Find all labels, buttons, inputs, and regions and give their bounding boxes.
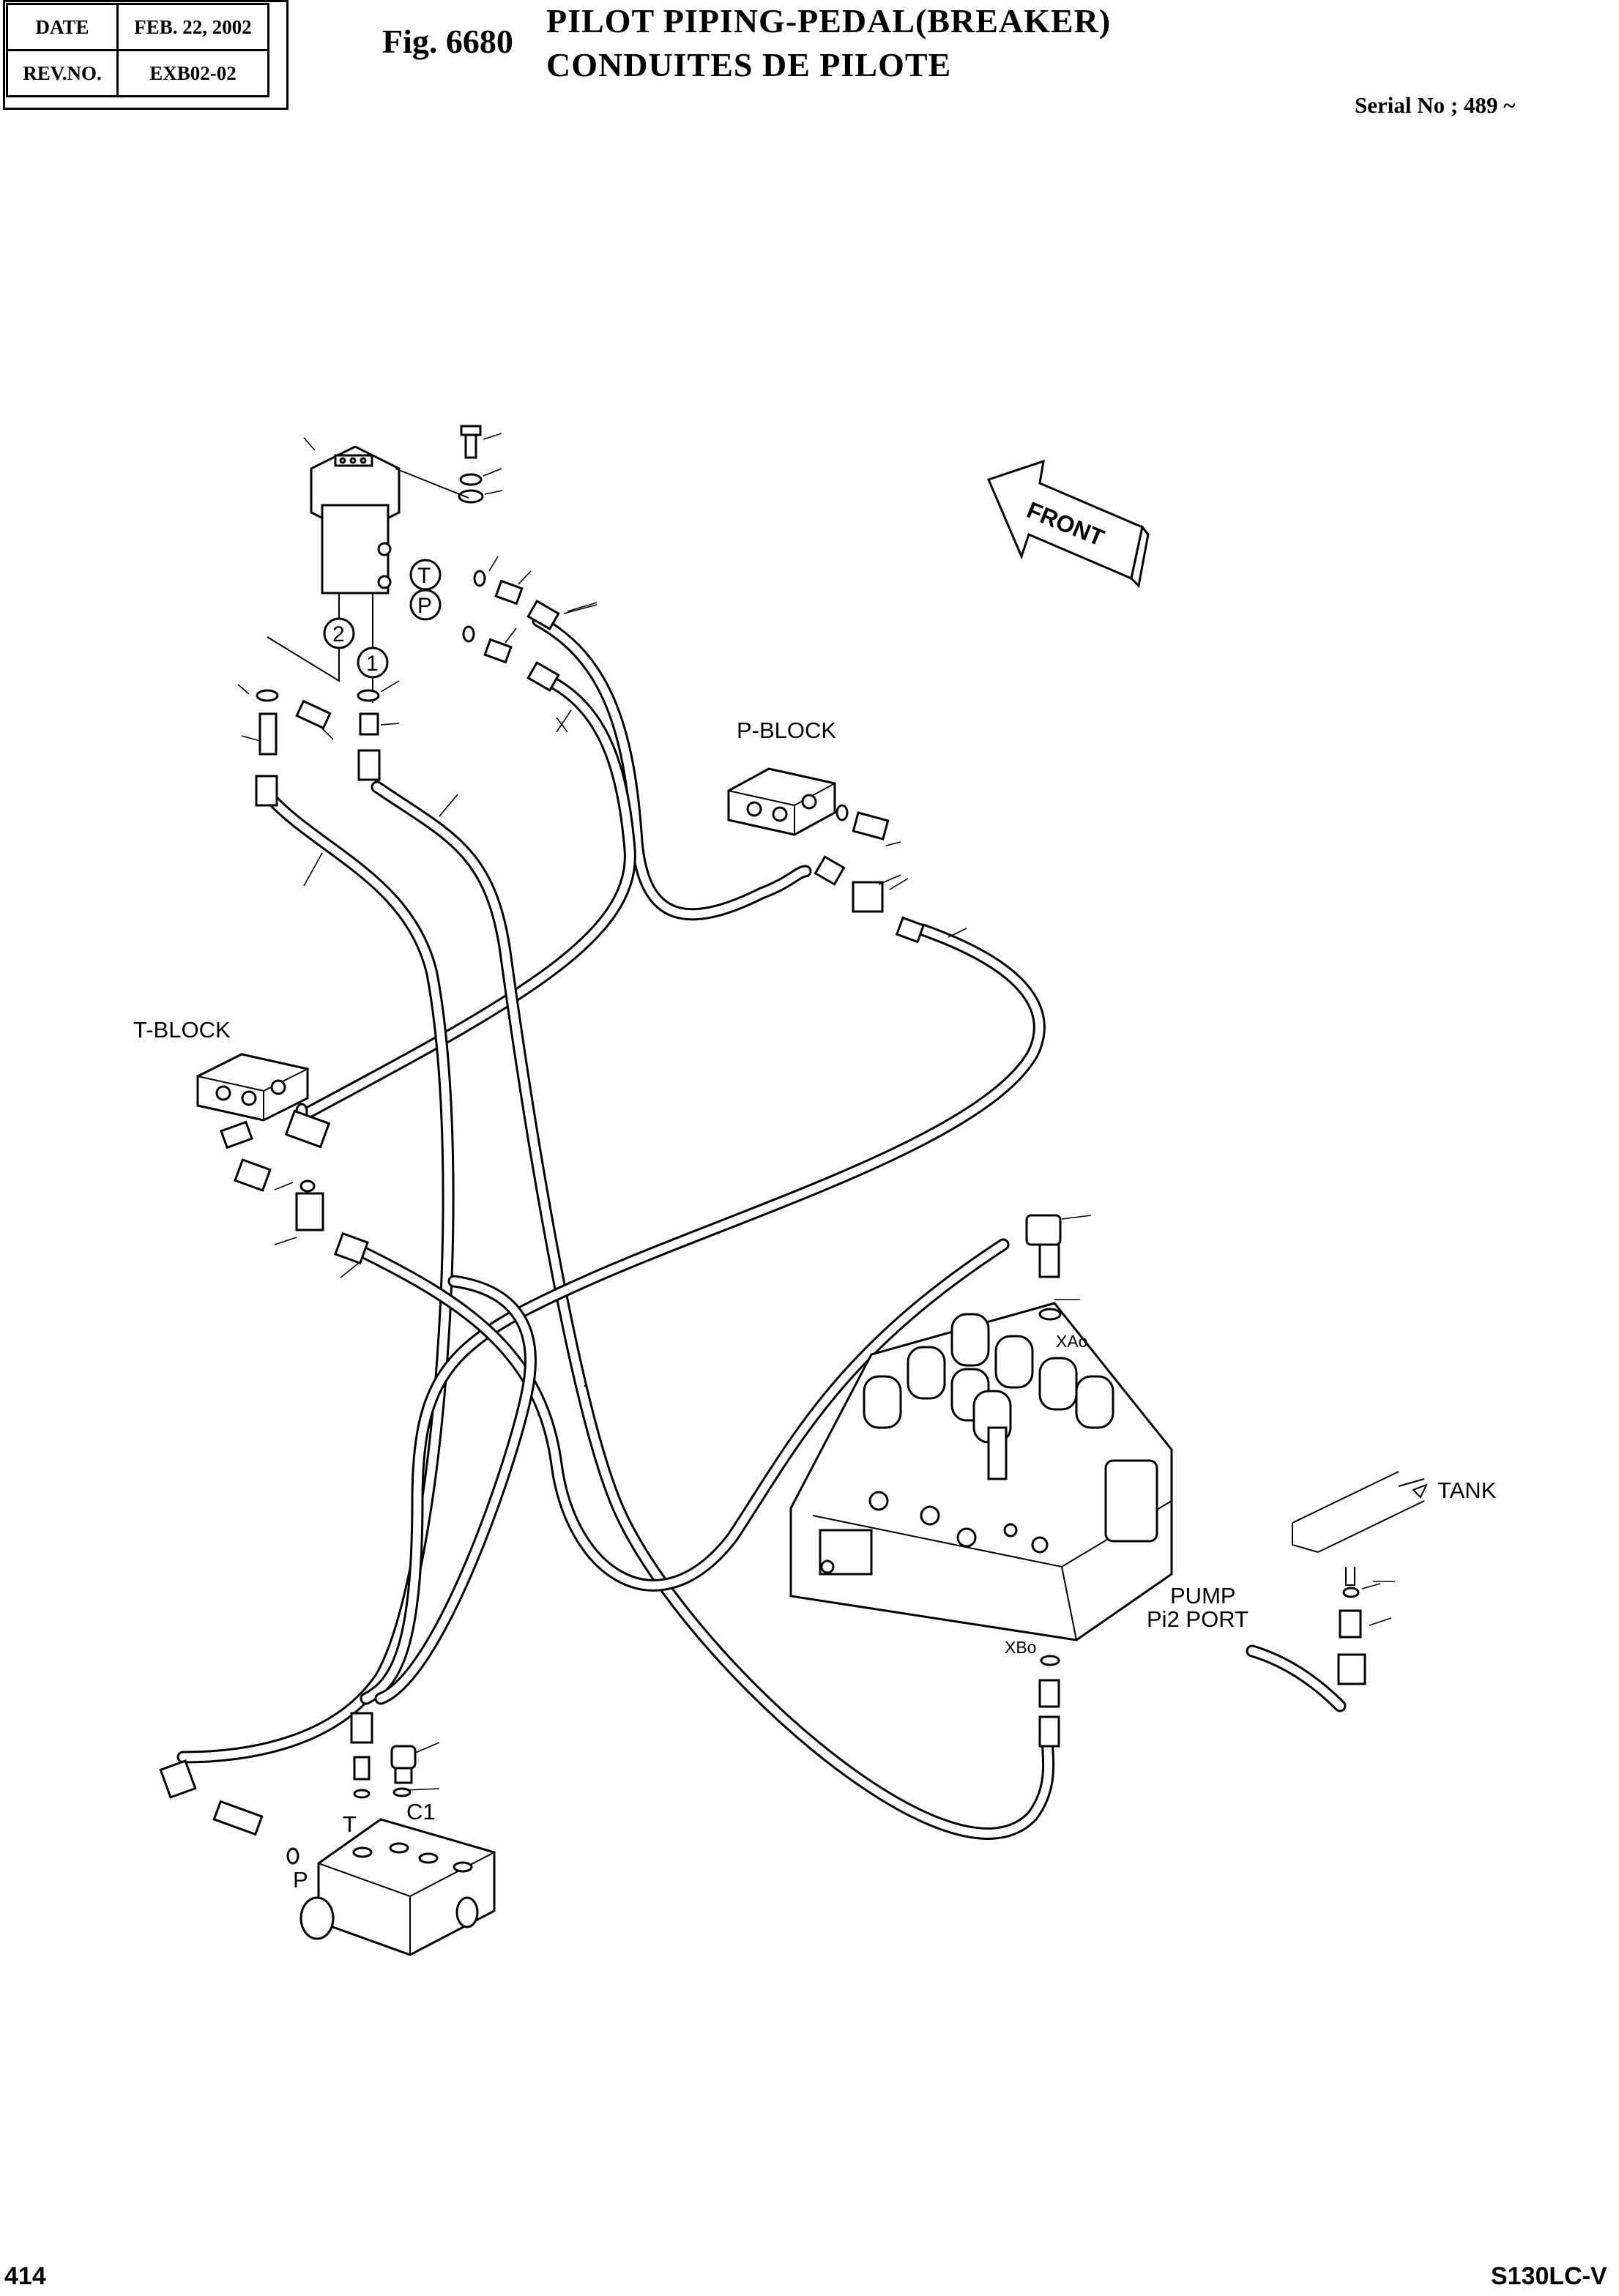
p-block-label: P-BLOCK — [737, 718, 836, 743]
pedal-valve — [303, 437, 401, 594]
rev-value: EXB02-02 — [116, 49, 269, 97]
hose-lines — [176, 614, 1347, 1840]
port-callouts: T P 2 1 — [267, 559, 442, 703]
port-xao: XAo — [1056, 1332, 1087, 1351]
front-direction-arrow: FRONT — [986, 459, 1150, 589]
model-number: S130LC-V — [1491, 2262, 1607, 2290]
pedal-port-p: P — [417, 594, 432, 618]
figure-number: Fig. 6680 — [382, 23, 513, 60]
breaker-block: T C1 P — [159, 1712, 496, 1956]
header-box — [3, 0, 289, 110]
figure-title-fr: CONDUITES DE PILOTE — [546, 46, 952, 83]
block-port-c1: C1 — [406, 1799, 436, 1824]
t-block-label: T-BLOCK — [133, 1017, 231, 1043]
date-label: DATE — [6, 3, 119, 51]
bolt-washer-stack — [395, 425, 503, 504]
main-control-valve: XAo XBo — [789, 1214, 1173, 1748]
tank-pump-connection: TANK PUMP Pi2 PORT — [1147, 1471, 1497, 1685]
pedal-fittings — [237, 556, 598, 807]
speck — [584, 1384, 587, 1387]
date-value: FEB. 22, 2002 — [116, 3, 269, 51]
serial-range: Serial No ; 489 ~ — [1355, 92, 1516, 118]
pump-label: PUMP — [1170, 1583, 1236, 1609]
port-xbo: XBo — [1005, 1638, 1036, 1657]
port-2: 2 — [332, 622, 345, 646]
header-table: DATE FEB. 22, 2002 REV.NO. EXB02-02 — [6, 3, 269, 97]
hose-leaders — [303, 602, 1395, 1791]
figure-title-en: PILOT PIPING-PEDAL(BREAKER) — [546, 2, 1112, 40]
pump-port-label: Pi2 PORT — [1147, 1606, 1248, 1632]
rev-label: REV.NO. — [6, 49, 119, 97]
p-block: P-BLOCK — [727, 718, 926, 944]
block-port-t: T — [343, 1811, 357, 1837]
pedal-port-t: T — [417, 564, 431, 588]
tank-label: TANK — [1437, 1477, 1497, 1503]
page-number: 414 — [4, 2262, 46, 2290]
block-port-p: P — [293, 1867, 308, 1893]
port-1: 1 — [366, 652, 379, 676]
t-block: T-BLOCK — [133, 1017, 369, 1265]
